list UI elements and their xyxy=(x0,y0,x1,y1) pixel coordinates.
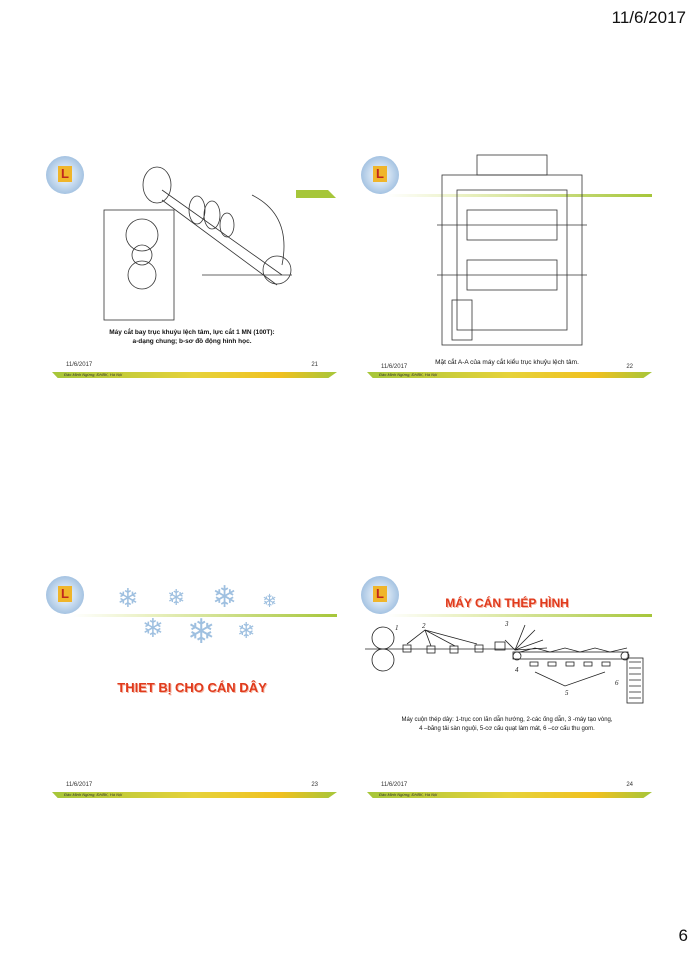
caption-line-2: 4 –băng tải sàn nguội, 5-cơ cấu quạt làm… xyxy=(419,726,595,732)
slide-date: 11/6/2017 xyxy=(66,362,93,368)
snowflake-icon: ❄ xyxy=(117,583,139,613)
diagram-label-2: 2 xyxy=(422,622,426,630)
flying-shear-drawing xyxy=(103,166,292,321)
diagram-label-4: 4 xyxy=(515,666,519,674)
snowflake-icon: ❄ xyxy=(212,581,238,614)
caption-line-1: Mặt cắt A-A của máy cắt kiểu trục khuỷu … xyxy=(435,359,579,366)
caption-line-1: Máy cắt bay trục khuỷu lệch tâm, lực cắt… xyxy=(109,329,275,336)
logo-snowflake-icon: L xyxy=(361,576,399,614)
logo-letter: L xyxy=(58,166,72,182)
snowflake-icon: ❄ xyxy=(262,591,278,611)
logo-snowflake-icon: L xyxy=(46,576,84,614)
footer-bar xyxy=(367,372,652,378)
page-header-date: 11/6/2017 xyxy=(611,8,686,27)
slide-number: 24 xyxy=(626,782,633,788)
footer-author: Đào Minh Ngừng, ĐHBK, Hà Nội xyxy=(64,792,123,797)
slide-date: 11/6/2017 xyxy=(381,782,408,788)
diagram-label-3: 3 xyxy=(504,620,509,628)
logo-letter: L xyxy=(58,586,72,602)
footer-author: Đào Minh Ngừng, ĐHBK, Hà Nội xyxy=(379,372,438,377)
slide-number: 22 xyxy=(626,364,633,370)
slide-caption: Máy cuộn thép dây: 1-trục con lăn dẫn hư… xyxy=(357,716,657,734)
slide-22: L Mặt cắt A-A của máy cắt kiểu trục khuỷ… xyxy=(357,150,657,385)
slide-23: L ❄ ❄ ❄ ❄ ❄ ❄ ❄ THIET BỊ CHO CÁN DÂY 11/… xyxy=(42,570,342,805)
snowflake-icon: ❄ xyxy=(142,613,164,643)
slide-caption: Mặt cắt A-A của máy cắt kiểu trục khuỷu … xyxy=(357,358,657,367)
diagram-label-6: 6 xyxy=(615,679,619,687)
caption-line-2: a-dạng chung; b-sơ đồ động hình học. xyxy=(132,338,252,345)
slide-number: 23 xyxy=(311,782,318,788)
header-bar xyxy=(387,194,652,197)
slide-date: 11/6/2017 xyxy=(66,782,93,788)
footer-author: Đào Minh Ngừng, ĐHBK, Hà Nội xyxy=(64,372,123,377)
slide-title: MÁY CÁN THÉP HÌNH xyxy=(445,596,569,610)
slide-title: THIET BỊ CHO CÁN DÂY xyxy=(117,680,267,695)
header-bar xyxy=(296,190,336,198)
logo-snowflake-icon: L xyxy=(46,156,84,194)
snowflake-icon: ❄ xyxy=(237,618,256,643)
footer-bar xyxy=(52,792,337,798)
diagram-label-1: 1 xyxy=(395,624,399,632)
section-drawing xyxy=(437,154,587,346)
slide-21: L Máy cắt bay trục khuỷu lệch tâm, lực c… xyxy=(42,150,342,385)
snowflake-icon: ❄ xyxy=(187,613,216,651)
footer-bar xyxy=(52,372,337,378)
diagram-label-5: 5 xyxy=(565,689,569,697)
caption-line-1: Máy cuộn thép dây: 1-trục con lăn dẫn hư… xyxy=(401,717,613,723)
footer-bar xyxy=(367,792,652,798)
slide-caption: Máy cắt bay trục khuỷu lệch tâm, lực cắt… xyxy=(42,328,342,346)
header-bar xyxy=(72,614,337,617)
header-bar xyxy=(387,614,652,617)
snowflake-icon: ❄ xyxy=(167,585,186,610)
logo-letter: L xyxy=(373,166,387,182)
slide-date: 11/6/2017 xyxy=(381,364,408,370)
logo-snowflake-icon: L xyxy=(361,156,399,194)
page-number: 6 xyxy=(678,926,688,945)
slide-24: L MÁY CÁN THÉP HÌNH 1 2 3 4 5 6 Máy cuộn… xyxy=(357,570,657,805)
wire-coiling-diagram: 1 2 3 4 5 6 xyxy=(365,620,644,704)
slide-number: 21 xyxy=(311,362,318,368)
footer-author: Đào Minh Ngừng, ĐHBK, Hà Nội xyxy=(379,792,438,797)
logo-letter: L xyxy=(373,586,387,602)
